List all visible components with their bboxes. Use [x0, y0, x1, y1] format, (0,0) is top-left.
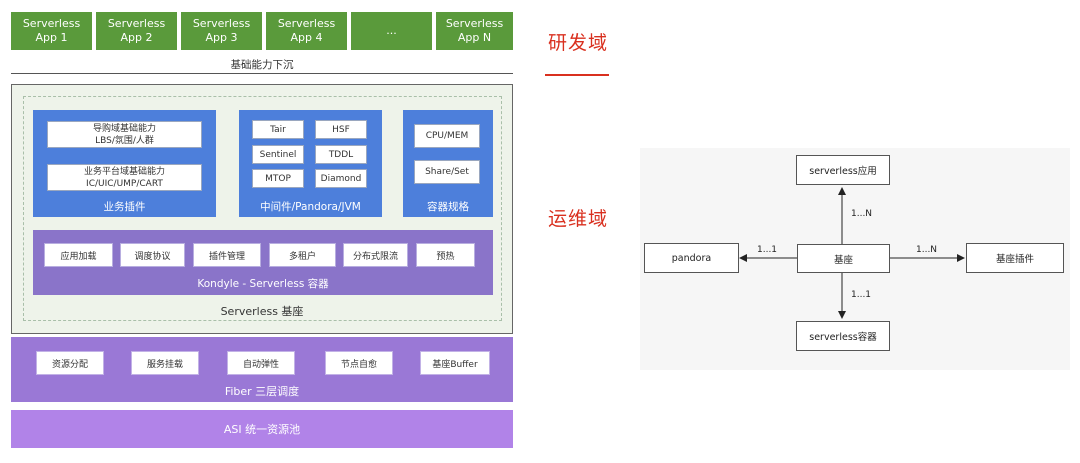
kondyle-item: 应用加载 — [44, 243, 113, 267]
app-index: App N — [457, 31, 492, 44]
node-base-center: 基座 — [797, 244, 890, 273]
sink-label: 基础能力下沉 — [230, 59, 294, 71]
node-base-plugin: 基座插件 — [966, 243, 1064, 273]
middleware-item: Sentinel — [252, 145, 304, 164]
serverless-base-inner-frame — [23, 96, 502, 321]
app-box-1: Serverless App 1 — [11, 12, 92, 50]
app-index: App 1 — [35, 31, 68, 44]
business-plugins-title: 业务插件 — [103, 201, 146, 213]
app-name: Serverless — [192, 17, 251, 30]
app-box-n: Serverless App N — [436, 12, 513, 50]
middleware-item: MTOP — [252, 169, 304, 188]
app-index: App 4 — [290, 31, 323, 44]
edge-label-container: 1...1 — [851, 290, 872, 300]
middleware-item: Diamond — [315, 169, 367, 188]
edge-label-app: 1...N — [851, 209, 873, 219]
fiber-item: 基座Buffer — [420, 351, 490, 375]
container-spec-item: Share/Set — [414, 160, 480, 184]
node-serverless-container: serverless容器 — [796, 321, 890, 351]
sink-divider — [11, 73, 513, 74]
kondyle-item: 预热 — [416, 243, 475, 267]
middleware-title: 中间件/Pandora/JVM — [260, 201, 361, 213]
app-name: Serverless — [277, 17, 336, 30]
container-spec-item: CPU/MEM — [414, 124, 480, 148]
app-name: Serverless — [107, 17, 166, 30]
kondyle-item: 多租户 — [269, 243, 336, 267]
serverless-base-label: Serverless 基座 — [220, 305, 304, 318]
guide-domain-line2: LBS/氛围/人群 — [95, 135, 154, 146]
domain-divider — [545, 74, 609, 76]
app-index: App 2 — [120, 31, 153, 44]
kondyle-item: 插件管理 — [193, 243, 261, 267]
ops-domain-label: 运维域 — [548, 208, 609, 230]
node-serverless-app: serverless应用 — [796, 155, 890, 185]
fiber-title: Fiber 三层调度 — [224, 385, 300, 398]
app-name: Serverless — [445, 17, 504, 30]
app-box-3: Serverless App 3 — [181, 12, 262, 50]
middleware-item: Tair — [252, 120, 304, 139]
app-box-2: Serverless App 2 — [96, 12, 177, 50]
container-spec-title: 容器规格 — [427, 201, 469, 213]
biz-platform-line2: IC/UIC/UMP/CART — [86, 178, 163, 189]
app-name: Serverless — [22, 17, 81, 30]
app-index: App 3 — [205, 31, 238, 44]
middleware-item: HSF — [315, 120, 367, 139]
dev-domain-label: 研发域 — [548, 32, 609, 54]
kondyle-item: 分布式限流 — [343, 243, 408, 267]
edge-label-plugin: 1...N — [916, 245, 938, 255]
fiber-item: 资源分配 — [36, 351, 104, 375]
guide-domain-line1: 导购域基础能力 — [92, 123, 156, 134]
app-name: ... — [386, 24, 397, 37]
guide-domain-box: 导购域基础能力 LBS/氛围/人群 — [47, 121, 202, 148]
kondyle-title: Kondyle - Serverless 容器 — [197, 278, 329, 290]
fiber-item: 自动弹性 — [227, 351, 295, 375]
asi-label: ASI 统一资源池 — [223, 423, 301, 436]
fiber-item: 节点自愈 — [325, 351, 393, 375]
asi-panel: ASI 统一资源池 — [11, 410, 513, 448]
fiber-item: 服务挂载 — [131, 351, 199, 375]
edge-label-pandora: 1...1 — [757, 245, 778, 255]
biz-platform-line1: 业务平台域基础能力 — [83, 166, 165, 177]
kondyle-item: 调度协议 — [120, 243, 185, 267]
middleware-item: TDDL — [315, 145, 367, 164]
biz-platform-box: 业务平台域基础能力 IC/UIC/UMP/CART — [47, 164, 202, 191]
app-box-4: Serverless App 4 — [266, 12, 347, 50]
node-pandora: pandora — [644, 243, 739, 273]
app-box-ellipsis: ... — [351, 12, 432, 50]
